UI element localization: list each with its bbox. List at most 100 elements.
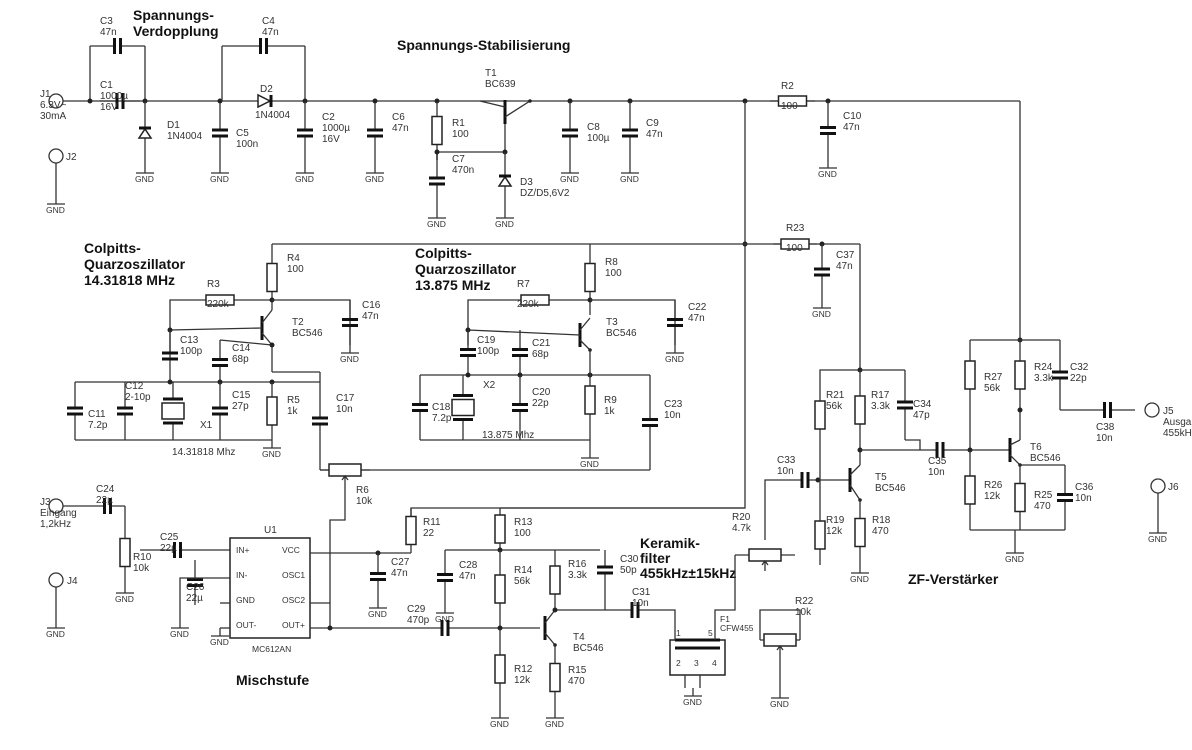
- filter-pin-label: 2: [676, 658, 681, 668]
- resistor-label: 3.3k: [1034, 373, 1054, 384]
- capacitor-label: C24: [96, 484, 115, 495]
- connector-j5: J5Ausgang455kHz: [1163, 406, 1192, 439]
- wire: [169, 327, 263, 331]
- ic-pin-label: OSC2: [282, 595, 305, 605]
- connector-label: 30mA: [40, 111, 66, 122]
- wire: [819, 369, 860, 380]
- transistor-label: T5: [875, 472, 887, 483]
- section-titles: Spannungs-VerdopplungSpannungs-Stabilisi…: [84, 7, 999, 688]
- capacitor-label: 100p: [477, 346, 500, 357]
- ground-label: GND: [135, 174, 154, 184]
- capacitor-label: C37: [836, 250, 855, 261]
- capacitor-label: 68p: [532, 349, 549, 360]
- capacitor-label: 7.2p: [88, 420, 108, 431]
- connector-pin: [48, 572, 64, 588]
- capacitor-label: 47n: [646, 129, 663, 140]
- resistor-label: R16: [568, 559, 587, 570]
- capacitor-label: C19: [477, 335, 496, 346]
- ground-label: GND: [818, 169, 837, 179]
- ground-symbol: GND: [115, 585, 134, 604]
- ground-symbol: GND: [295, 165, 314, 184]
- capacitor-label: 1000µ: [100, 91, 128, 102]
- ground-symbol: GND: [580, 450, 599, 469]
- capacitor-label: C13: [180, 335, 199, 346]
- transistor-label: T4: [573, 632, 585, 643]
- connector-label: J5: [1163, 406, 1174, 417]
- ground-label: GND: [850, 574, 869, 584]
- resistor-label: 100: [514, 528, 531, 539]
- capacitor-label: C26: [186, 582, 205, 593]
- ground-symbol: GND: [435, 605, 454, 624]
- capacitor-label: 100n: [236, 139, 258, 150]
- capacitor-label: 47n: [362, 311, 379, 322]
- ground-label: GND: [770, 699, 789, 709]
- wire: [555, 590, 606, 611]
- capacitor-label: 470n: [452, 165, 474, 176]
- capacitor-label: C21: [532, 338, 551, 349]
- ic-pin-label: IN-: [236, 570, 248, 580]
- resistor-label: R1: [452, 118, 465, 129]
- transistor-label: T3: [606, 317, 618, 328]
- junction-dot: [167, 379, 173, 385]
- capacitor-label: C10: [843, 111, 862, 122]
- resistor-label: 12k: [984, 491, 1001, 502]
- resistor-label: 100: [781, 101, 798, 112]
- ground-label: GND: [683, 697, 702, 707]
- transistor-label: T2: [292, 317, 304, 328]
- capacitor-label: C32: [1070, 362, 1089, 373]
- capacitor-label: 10n: [928, 467, 945, 478]
- wire: [905, 439, 921, 450]
- transistor-label: T6: [1030, 442, 1042, 453]
- potentiometer-label: R20: [732, 512, 751, 523]
- diode-label: D1: [167, 120, 180, 131]
- ground-symbol: GND: [770, 690, 789, 709]
- ground-symbol: GND: [210, 628, 229, 647]
- capacitor-label: C36: [1075, 482, 1094, 493]
- junction-dot: [372, 98, 378, 104]
- capacitor-label: 47p: [913, 410, 930, 421]
- connector-label: 1,2kHz: [40, 519, 71, 530]
- ic-pin-label: GND: [236, 595, 255, 605]
- ground-symbol: GND: [560, 165, 579, 184]
- junction-dot: [327, 625, 333, 631]
- wire: [219, 339, 273, 346]
- capacitor-label: C25: [160, 532, 179, 543]
- ic-pin-label: OUT-: [236, 620, 256, 630]
- ground-label: GND: [170, 629, 189, 639]
- transistor-label: BC546: [875, 483, 906, 494]
- ground-label: GND: [435, 614, 454, 624]
- resistor-label: 3.3k: [568, 570, 588, 581]
- wire: [179, 577, 230, 620]
- wire: [467, 299, 510, 345]
- capacitor-label: C8: [587, 122, 600, 133]
- capacitor-label: C34: [913, 399, 932, 410]
- resistor-label: R25: [1034, 490, 1053, 501]
- ground-label: GND: [1148, 534, 1167, 544]
